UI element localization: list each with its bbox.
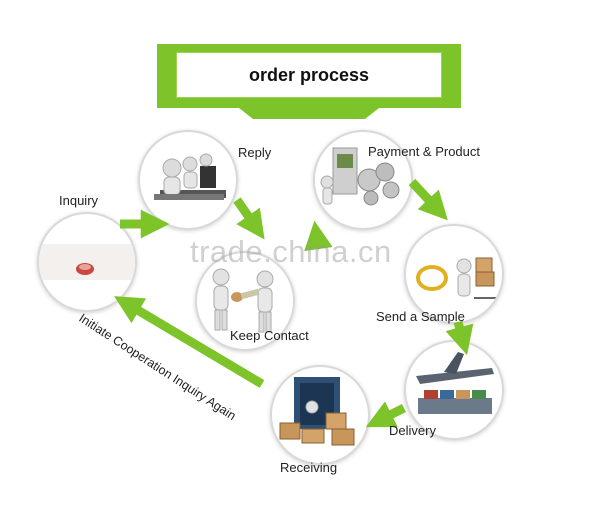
arrow-receiving-to-inquiry [114, 296, 265, 388]
arrow-keep-contact-to-payment [304, 220, 333, 252]
inquiry-icon [39, 244, 135, 280]
page-title: order process [248, 64, 370, 85]
title-banner: order process [176, 52, 442, 98]
handshake-icon [212, 268, 274, 333]
delivery-label: Delivery [389, 423, 436, 438]
arrow-delivery-to-receiving [365, 401, 407, 428]
watermark: trade.china.cn [190, 234, 392, 269]
payment-product-label: Payment & Product [368, 144, 480, 159]
reply-label: Reply [238, 145, 272, 160]
delivery-circle [404, 340, 504, 440]
arrow-sample-to-delivery [445, 320, 474, 356]
arrow-payment-to-sample [408, 178, 448, 221]
inquiry-circle [37, 212, 137, 312]
warehouse-boxes-icon [279, 377, 355, 446]
sample-delivery-icon [416, 257, 496, 299]
receiving-circle [270, 365, 370, 465]
call-center-icon [154, 153, 226, 200]
payment-product-circle [313, 130, 413, 230]
send-sample-label: Send a Sample [376, 309, 465, 324]
title-banner-stand [239, 108, 379, 119]
send-sample-circle [404, 224, 504, 324]
airplane-ship-icon [416, 352, 494, 414]
payment-gears-icon [320, 147, 400, 206]
arrow-reply-to-keep-contact [233, 197, 265, 240]
inquiry-label: Inquiry [59, 193, 99, 208]
receiving-label: Receiving [280, 460, 338, 475]
keep-contact-circle [195, 251, 295, 351]
keep-contact-label: Keep Contact [230, 328, 309, 343]
reply-circle [138, 130, 238, 230]
